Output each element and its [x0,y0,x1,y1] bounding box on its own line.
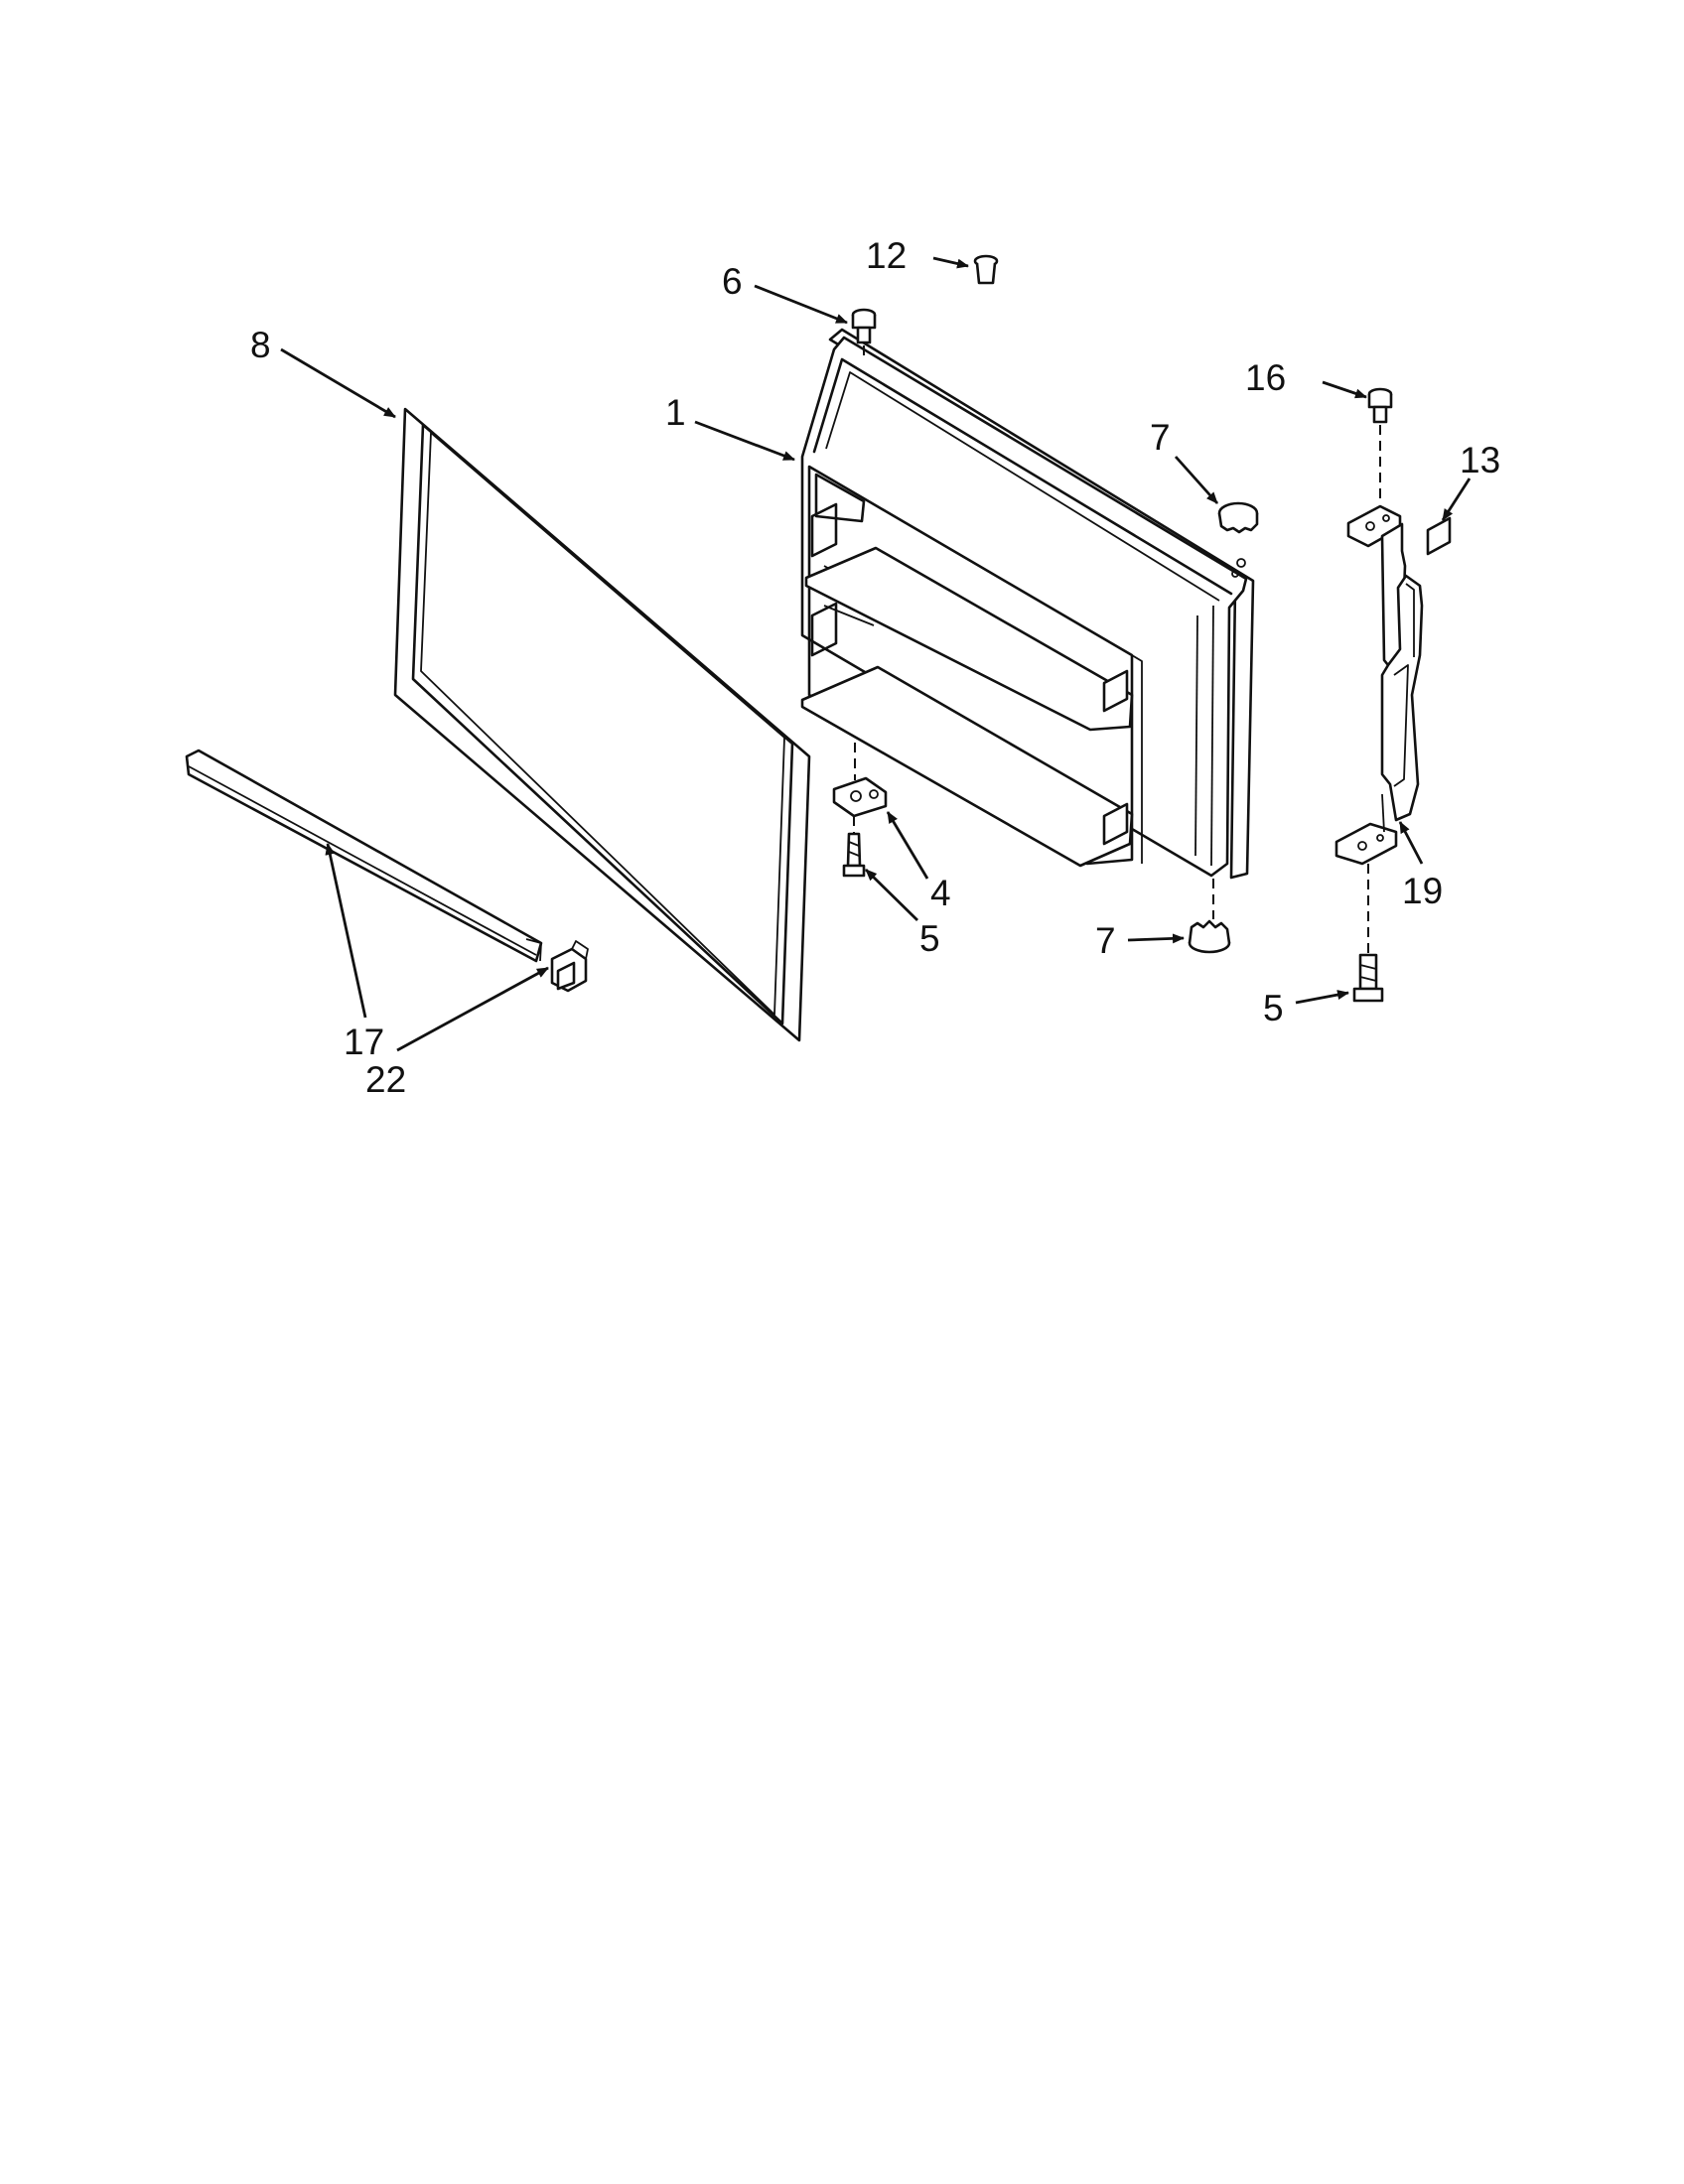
breaker-strip [185,749,543,963]
screw-16 [1367,387,1393,501]
callout-5-right: 5 [1263,988,1284,1028]
plug-button-top [1217,501,1259,578]
door-liner [800,328,1255,880]
screw-6 [851,308,877,357]
callout-16: 16 [1245,357,1286,398]
leader-lines [280,256,1472,1052]
callout-6: 6 [722,261,743,302]
callout-8: 8 [250,325,271,365]
label-13 [1426,516,1452,556]
callout-7-bottom: 7 [1095,920,1116,961]
callout-5-left: 5 [919,918,940,959]
callout-labels: 12 6 1 16 7 13 8 4 5 7 19 5 17 22 [250,235,1500,1100]
hinge-pin-assembly [832,743,888,878]
plug-button-bottom [1188,879,1231,954]
callout-7-top: 7 [1150,417,1171,458]
plug-12 [973,254,999,285]
callout-13: 13 [1460,440,1500,480]
callout-19: 19 [1402,871,1443,911]
door-gasket [393,407,811,1042]
callout-4: 4 [930,873,951,913]
door-handle [1334,504,1424,953]
breaker-clip [550,940,589,993]
callout-22: 22 [365,1059,406,1100]
callout-17: 17 [344,1022,384,1062]
screw-5-lower [1352,953,1384,1003]
callout-1: 1 [665,392,686,433]
callout-12: 12 [866,235,907,276]
